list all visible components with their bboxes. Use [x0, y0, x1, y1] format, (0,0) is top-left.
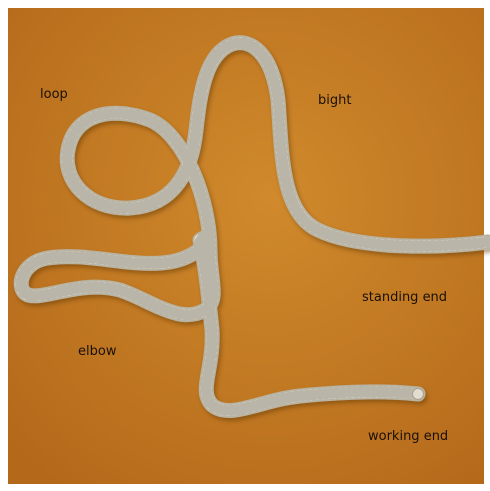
label-working-end: working end: [368, 429, 448, 444]
label-elbow: elbow: [78, 344, 117, 359]
label-standing-end: standing end: [362, 290, 447, 305]
label-bight: bight: [318, 93, 351, 108]
label-loop: loop: [40, 87, 68, 102]
rope-working-end-tip: [413, 389, 424, 400]
